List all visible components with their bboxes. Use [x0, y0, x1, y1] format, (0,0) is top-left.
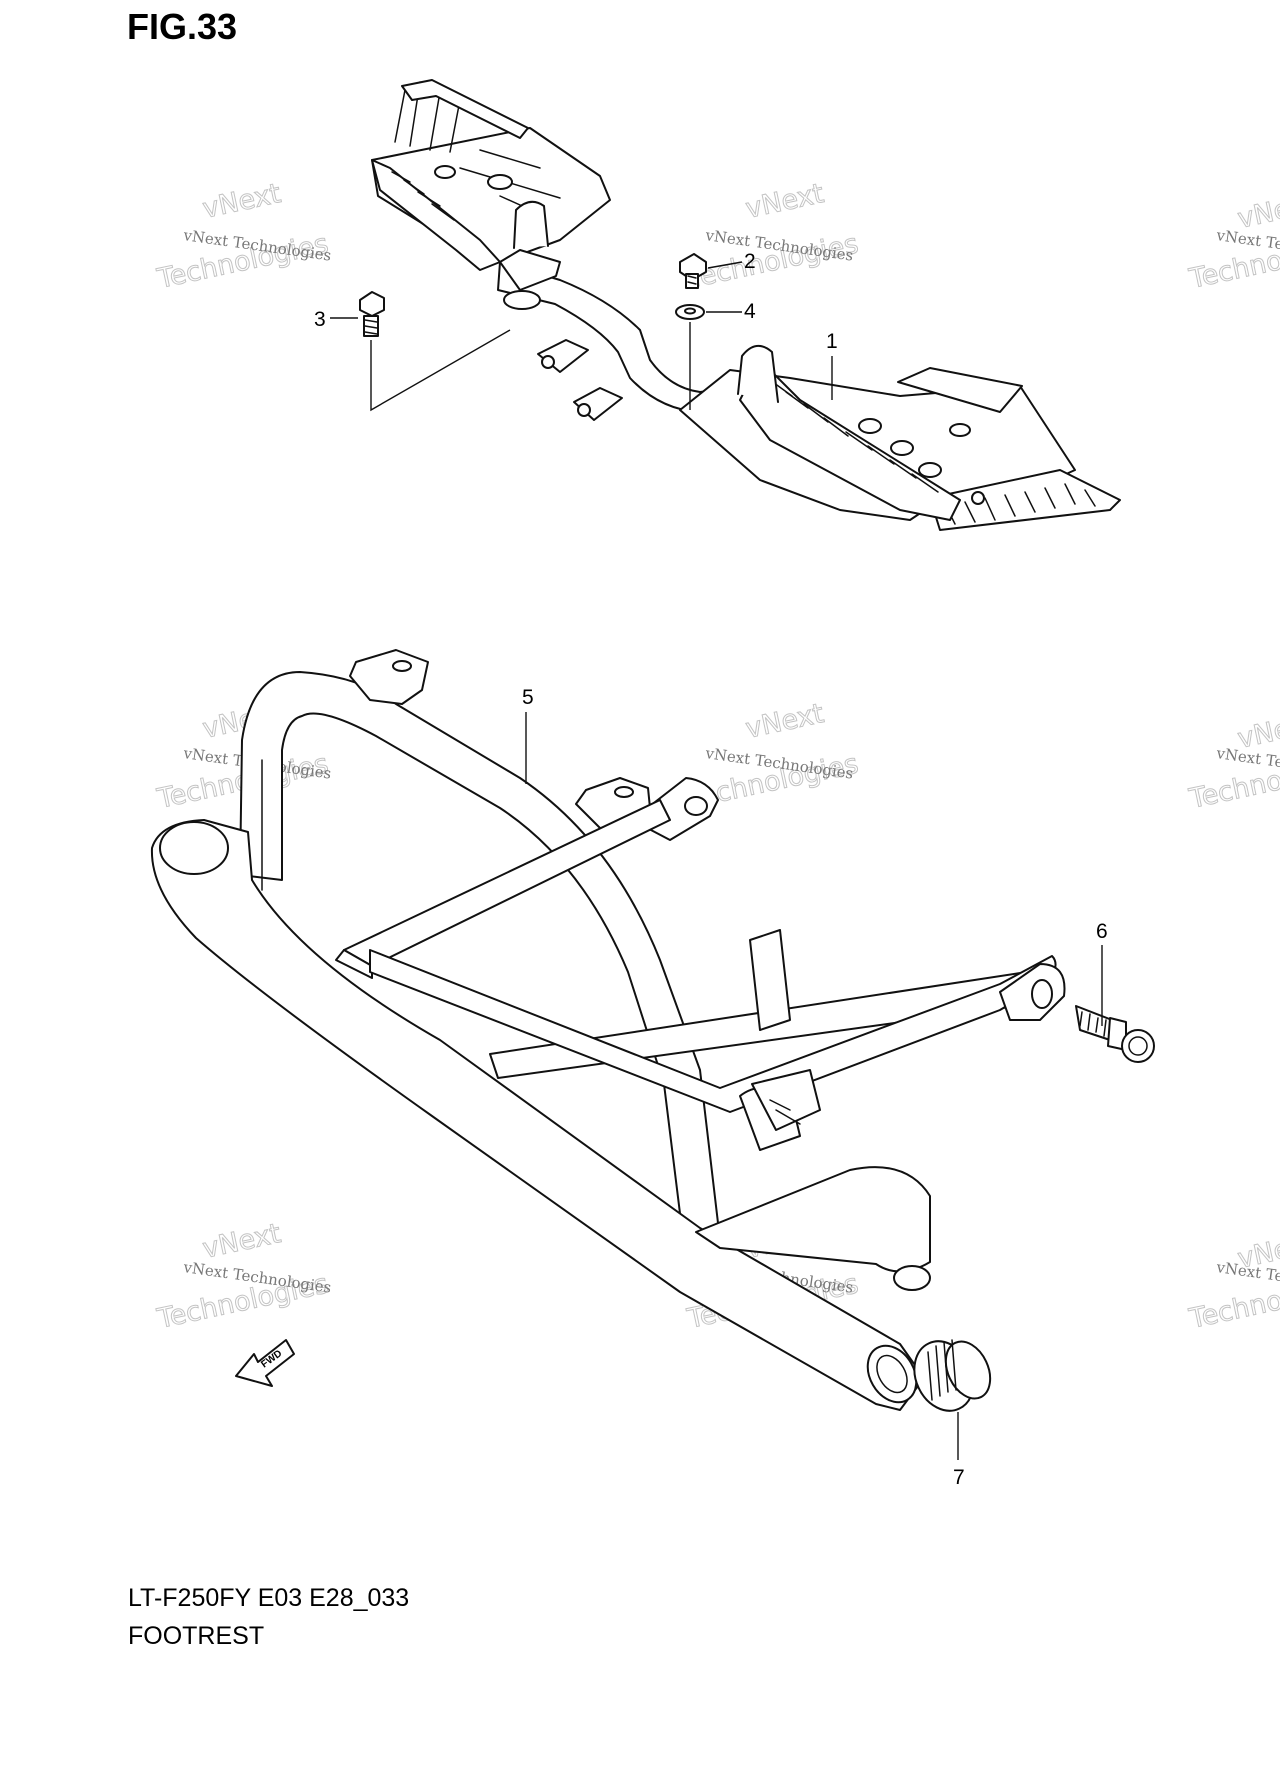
bolt-part-2	[679, 253, 707, 289]
watermark-low-right: vNext Technologies vNext Technologies	[1186, 1228, 1280, 1336]
left-hook	[513, 200, 549, 249]
callout-7: 7	[953, 1466, 965, 1489]
watermark-top-right: vNext Technologies vNext Technologies	[1186, 188, 1280, 296]
footrest-bracket-assembly	[371, 79, 1121, 531]
watermark-mid-right: vNext Technologies vNext Technologies	[1186, 708, 1280, 816]
watermark-low-left: vNext Technologies vNext Technologies	[154, 1218, 333, 1336]
guard-hoop	[239, 671, 721, 1263]
washer-part-4	[675, 304, 705, 320]
right-hook	[737, 345, 779, 403]
section-name: FOOTREST	[128, 1622, 265, 1650]
plug-part-7	[913, 1339, 992, 1412]
lower-mount-bracket	[695, 1166, 931, 1273]
guard-bumper-tube	[150, 819, 925, 1411]
callout-6: 6	[1096, 920, 1108, 943]
right-footrest-rail	[929, 469, 1121, 531]
bolt-part-3	[359, 291, 385, 337]
callout-4: 4	[744, 300, 756, 323]
watermark-top-center: vNext Technologies vNext Technologies	[684, 178, 862, 296]
bolt-part-6	[1075, 1005, 1155, 1063]
watermark-big-1: vNext	[200, 1218, 284, 1265]
left-footrest-rail	[401, 79, 529, 139]
callout-2: 2	[744, 250, 756, 273]
fwd-arrow-icon: FWD	[235, 1339, 295, 1387]
callout-3: 3	[314, 308, 326, 331]
watermark-big-1: vNext	[200, 178, 284, 225]
callout-5: 5	[522, 686, 534, 709]
watermark-big-1: vNext	[1235, 188, 1280, 235]
watermark-big-1: vNext	[743, 698, 827, 745]
callout-1: 1	[826, 330, 838, 353]
figure-title: FIG.33	[127, 6, 238, 47]
front-guard-assembly	[150, 649, 1066, 1411]
watermark-top-left: vNext Technologies vNext Technologies	[154, 178, 333, 296]
watermark-big-1: vNext	[743, 178, 827, 225]
model-code: LT-F250FY E03 E28_033	[128, 1584, 410, 1612]
